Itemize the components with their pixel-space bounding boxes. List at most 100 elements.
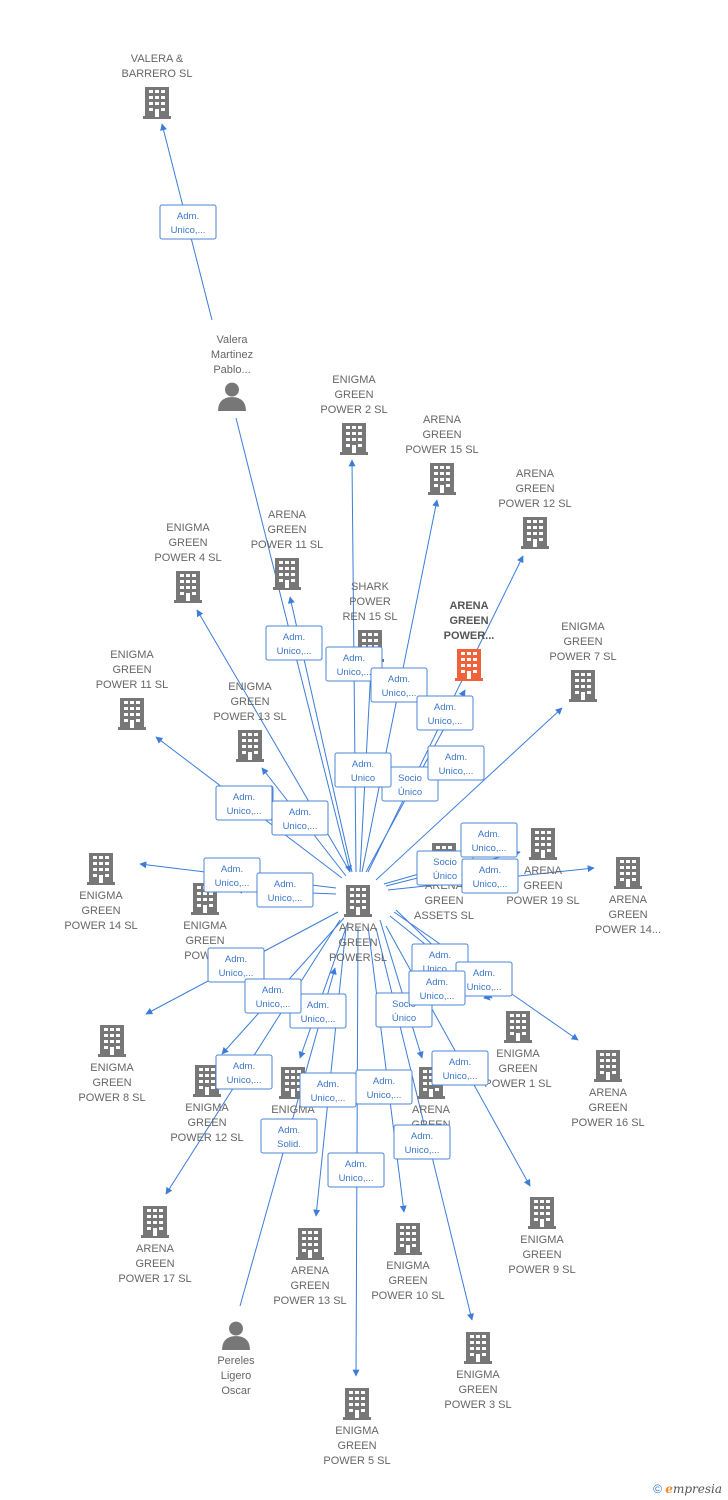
edge-label-center-enigma14[interactable]: Adm.Unico,...: [203, 857, 261, 893]
node-label-line: ENIGMA: [185, 1102, 229, 1114]
edge-label-text: Adm.: [478, 829, 500, 840]
building-icon: [614, 857, 642, 889]
edge-label-text: Unico,...: [473, 879, 508, 890]
node-label-line: POWER 8 SL: [78, 1092, 145, 1104]
edge-label-box: [416, 695, 474, 731]
edge-label-text: Adm.: [345, 1159, 367, 1170]
edge-label-center-arena13[interactable]: Adm.Unico,...: [299, 1072, 357, 1108]
node-label-line: POWER 12 SL: [170, 1132, 243, 1144]
edge-label-text: Adm.: [307, 1000, 329, 1011]
edge-label-center-enigma_pow[interactable]: Adm.Unico,...: [256, 872, 314, 908]
node-valera_person[interactable]: ValeraMartinezPablo...: [211, 334, 253, 411]
node-label-line: POWER 4 SL: [154, 552, 221, 564]
node-label-line: ENIGMA: [520, 1234, 564, 1246]
edge-label-center-shark15[interactable]: Adm.Unico: [334, 752, 392, 788]
edge-label-center-arena11[interactable]: Adm.Unico,...: [265, 625, 323, 661]
edge-label-center-enigma7[interactable]: Adm.Unico,...: [427, 745, 485, 781]
edge-label-center-arena17[interactable]: Adm.Unico,...: [244, 978, 302, 1014]
edge-label-center-arena16[interactable]: Adm.Unico,...: [455, 961, 513, 997]
edge-label-box: [271, 800, 329, 836]
edge-label-center-enigma2[interactable]: Adm.Unico,...: [325, 646, 383, 682]
node-label-line: GREEN: [81, 905, 120, 917]
edge-label-text: Unico,...: [171, 225, 206, 236]
node-label-line: POWER 15 SL: [405, 444, 478, 456]
node-label-line: REN 15 SL: [342, 611, 397, 623]
edge-label-text: Adm.: [449, 1057, 471, 1068]
edge-label-center-enigma3[interactable]: Adm.Unico,...: [393, 1124, 451, 1160]
edge-label-text: Adm.: [177, 211, 199, 222]
node-enigma12[interactable]: ENIGMA GREEN POWER 12 SL: [170, 1065, 244, 1144]
edge-label-pereles_person-center[interactable]: Adm.Solid.: [260, 1118, 318, 1154]
node-arena_power_hl[interactable]: ARENAGREENPOWER...: [444, 600, 495, 681]
edge-label-center-enigma_po[interactable]: Adm.Unico,...: [289, 993, 347, 1029]
edge-label-center-arena_power_hl[interactable]: Adm.Unico,...: [416, 695, 474, 731]
node-label-line: POWER 3 SL: [444, 1399, 511, 1411]
edge-label-center-enigma13[interactable]: Adm.Unico,...: [271, 800, 329, 836]
edge-label-text: Adm.: [262, 985, 284, 996]
building-icon: [594, 1050, 622, 1082]
node-label-line: GREEN: [187, 1117, 226, 1129]
node-label-line: Martinez: [211, 349, 253, 361]
edge-label-text: Adm.: [426, 977, 448, 988]
node-label-line: ENIGMA: [496, 1048, 540, 1060]
brand-logo[interactable]: empresia: [665, 1482, 722, 1496]
edge-label-center-enigma11[interactable]: Adm.Unico,...: [215, 785, 273, 821]
edge-label-text: Unico,...: [268, 893, 303, 904]
edge-label-box: [370, 667, 428, 703]
edge-label-center-arena19[interactable]: Adm.Unico,...: [460, 822, 518, 858]
node-valera_barrero[interactable]: VALERA &BARRERO SL: [122, 53, 193, 119]
edge-label-center-enigma1[interactable]: Adm.Unico,...: [408, 970, 466, 1006]
building-icon: [118, 698, 146, 730]
building-icon: [236, 730, 264, 762]
building-icon: [529, 828, 557, 860]
node-label-line: ARENA: [268, 509, 307, 521]
edges-layer: [139, 123, 595, 1377]
node-label-line: GREEN: [563, 636, 602, 648]
node-label-line: POWER 14...: [595, 924, 661, 936]
building-icon: [343, 1388, 371, 1420]
edge-center-arena_p: [379, 919, 424, 1059]
building-icon: [174, 571, 202, 603]
edge-label-center-enigma12[interactable]: Adm.Unico,...: [215, 1054, 273, 1090]
edge-label-center-enigma5[interactable]: Adm.Unico,...: [327, 1152, 385, 1188]
edge-label-center-enigma10[interactable]: Adm.Unico,...: [355, 1069, 413, 1105]
edge-label-center-arena15[interactable]: Adm.Unico,...: [370, 667, 428, 703]
node-label-line: GREEN: [523, 880, 562, 892]
node-label-line: ENIGMA: [228, 681, 272, 693]
edge-label-center-enigma9[interactable]: Adm.Unico,...: [431, 1050, 489, 1086]
edge-label-text: Adm.: [283, 632, 305, 643]
edge-label-box: [460, 822, 518, 858]
edge-label-center-enigma8[interactable]: Adm.Unico,...: [207, 947, 265, 983]
edge-label-text: Solid.: [277, 1139, 301, 1150]
edge-label-box: [431, 1050, 489, 1086]
node-label-line: ENIGMA: [386, 1260, 430, 1272]
edge-label-center-arena14[interactable]: Adm.Unico,...: [461, 858, 519, 894]
edge-label-valera_person-valera_barrero[interactable]: Adm. Unico,...: [159, 204, 217, 240]
